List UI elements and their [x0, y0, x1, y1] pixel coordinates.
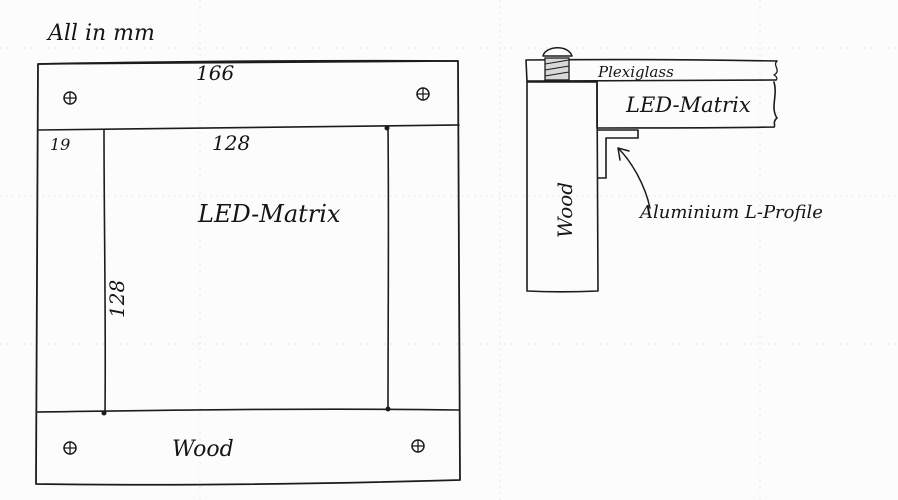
bottom-board-label: Wood [172, 437, 234, 462]
side-view: Plexiglass LED-Matrix Wood Aluminium L-P… [525, 47, 823, 293]
screw-icon [416, 87, 430, 101]
led-matrix-label: LED-Matrix [625, 93, 751, 117]
screw-icon [542, 47, 573, 81]
led-matrix-slab [596, 81, 778, 129]
screw-icon [63, 91, 77, 105]
aluminium-l-profile [597, 129, 639, 179]
dimension-border: 19 [50, 135, 70, 154]
dimension-inner-width: 128 [212, 131, 250, 155]
front-view: 166 128 19 128 LED-Matrix Wood [35, 59, 461, 486]
frame-outline [35, 59, 461, 486]
center-label: LED-Matrix [197, 200, 341, 228]
plexiglass-label: Plexiglass [597, 63, 674, 81]
units-note: All in mm [46, 21, 155, 46]
screw-icon [63, 441, 77, 455]
callout-arrow [617, 147, 651, 209]
wood-post [526, 81, 599, 293]
profile-label: Aluminium L-Profile [638, 202, 823, 223]
bottom-board [36, 408, 460, 413]
corner-dot [385, 406, 391, 412]
corner-dot [384, 125, 390, 131]
dimension-width: 166 [196, 61, 234, 85]
top-board [37, 60, 460, 131]
left-inner-edge [103, 129, 107, 415]
corner-dot [101, 410, 107, 416]
dimension-height: 128 [105, 280, 129, 318]
screw-icon [411, 439, 425, 453]
wood-label: Wood [553, 182, 577, 238]
plexiglass-break-edge [773, 60, 778, 81]
